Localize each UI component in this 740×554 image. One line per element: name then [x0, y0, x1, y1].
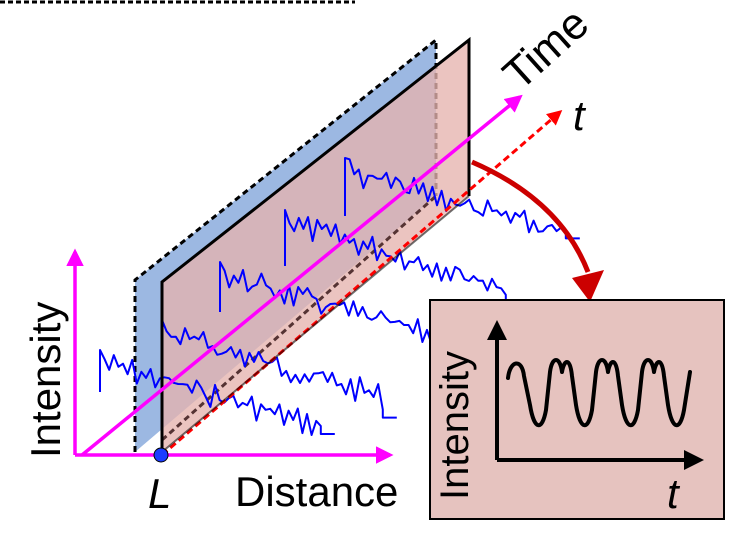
front-pink-plane — [162, 40, 469, 452]
signal-trace — [219, 261, 455, 360]
time-label: Time — [494, 0, 598, 99]
inset-intensity-wave — [506, 358, 692, 428]
inset-intensity-label: Intensity — [433, 351, 477, 500]
front-plane-outline — [160, 36, 471, 452]
inset-t-label: t — [667, 470, 681, 517]
distance-axis-label: Distance — [235, 468, 398, 515]
curved-arrow-head — [572, 270, 604, 302]
t-axis-black-underlay — [161, 195, 470, 453]
position-label: L — [148, 470, 171, 517]
time-axis — [80, 94, 523, 457]
t-axis-label: t — [573, 92, 587, 139]
position-point — [153, 447, 169, 463]
intensity-axis-label: Intensity — [22, 302, 69, 458]
curved-arrow — [471, 159, 591, 273]
signal-trace — [99, 349, 335, 436]
